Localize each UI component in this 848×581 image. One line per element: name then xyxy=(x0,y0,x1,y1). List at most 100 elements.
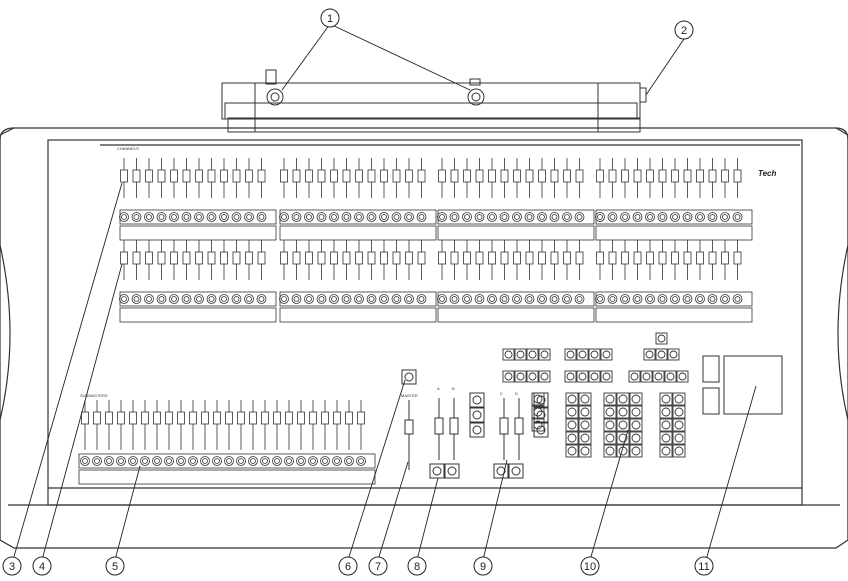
channel-flash-button[interactable] xyxy=(379,212,389,222)
channel-fader[interactable] xyxy=(708,251,717,265)
submaster-fader[interactable] xyxy=(201,411,209,425)
channel-fader[interactable] xyxy=(392,169,401,183)
channel-flash-button[interactable] xyxy=(657,294,668,304)
channel-fader[interactable] xyxy=(355,251,363,265)
channel-flash-button[interactable] xyxy=(607,212,618,222)
submaster-flash-button[interactable] xyxy=(104,456,114,466)
channel-flash-button[interactable] xyxy=(657,212,668,222)
channel-flash-button[interactable] xyxy=(449,294,460,304)
channel-fader[interactable] xyxy=(438,251,446,265)
submaster-fader[interactable] xyxy=(261,411,269,425)
submaster-flash-button[interactable] xyxy=(176,456,186,466)
keypad-key[interactable] xyxy=(659,444,673,458)
channel-fader[interactable] xyxy=(232,169,241,183)
keypad-key[interactable] xyxy=(616,392,630,406)
submaster-fader[interactable] xyxy=(129,411,137,425)
submaster-flash-button[interactable] xyxy=(116,456,126,466)
channel-fader[interactable] xyxy=(405,169,413,183)
channel-flash-button[interactable] xyxy=(194,212,204,222)
channel-flash-button[interactable] xyxy=(156,294,167,304)
keypad-key[interactable] xyxy=(502,370,515,383)
channel-fader[interactable] xyxy=(646,251,654,265)
channel-fader[interactable] xyxy=(575,251,584,265)
keypad-key[interactable] xyxy=(526,370,539,383)
keypad-key[interactable] xyxy=(578,431,592,445)
channel-flash-button[interactable] xyxy=(632,212,643,222)
submaster-fader[interactable] xyxy=(237,411,245,425)
channel-flash-button[interactable] xyxy=(206,294,217,304)
channel-fader[interactable] xyxy=(696,251,704,265)
keypad-key[interactable] xyxy=(576,348,589,361)
submaster-fader[interactable] xyxy=(177,411,185,425)
channel-fader[interactable] xyxy=(683,169,692,183)
channel-flash-button[interactable] xyxy=(119,212,129,222)
channel-fader[interactable] xyxy=(463,169,471,183)
submaster-flash-button[interactable] xyxy=(344,456,354,466)
channel-flash-button[interactable] xyxy=(487,212,497,222)
submaster-flash-button[interactable] xyxy=(272,456,282,466)
submaster-fader[interactable] xyxy=(153,411,161,425)
keypad-key[interactable] xyxy=(565,392,579,406)
keypad-key[interactable] xyxy=(672,418,686,432)
channel-flash-button[interactable] xyxy=(366,212,377,222)
submaster-flash-button[interactable] xyxy=(80,456,90,466)
channel-flash-button[interactable] xyxy=(231,212,242,222)
channel-flash-button[interactable] xyxy=(194,294,204,304)
submaster-flash-button[interactable] xyxy=(224,456,234,466)
keypad-key[interactable] xyxy=(672,405,686,419)
channel-fader[interactable] xyxy=(513,169,521,183)
channel-flash-button[interactable] xyxy=(169,294,179,304)
channel-flash-button[interactable] xyxy=(181,294,192,304)
keypad-key[interactable] xyxy=(600,370,613,383)
channel-flash-button[interactable] xyxy=(537,212,547,222)
channel-flash-button[interactable] xyxy=(720,212,730,222)
submaster-fader[interactable] xyxy=(117,411,125,425)
channel-flash-button[interactable] xyxy=(206,212,217,222)
submaster-fader[interactable] xyxy=(141,411,149,425)
channel-fader[interactable] xyxy=(721,169,729,183)
channel-flash-button[interactable] xyxy=(512,294,522,304)
keypad-key[interactable] xyxy=(603,405,617,419)
channel-flash-button[interactable] xyxy=(499,212,510,222)
submaster-flash-button[interactable] xyxy=(92,456,102,466)
submaster-flash-button[interactable] xyxy=(128,456,138,466)
channel-flash-button[interactable] xyxy=(595,294,605,304)
keypad-key[interactable] xyxy=(578,392,592,406)
channel-flash-button[interactable] xyxy=(562,212,572,222)
channel-fader[interactable] xyxy=(145,169,153,183)
master-fader[interactable] xyxy=(404,419,414,435)
submaster-fader[interactable] xyxy=(273,411,281,425)
channel-fader[interactable] xyxy=(220,251,228,265)
channel-flash-button[interactable] xyxy=(707,294,718,304)
keypad-key[interactable] xyxy=(616,431,630,445)
submaster-fader[interactable] xyxy=(213,411,221,425)
channel-fader[interactable] xyxy=(330,251,338,265)
channel-fader[interactable] xyxy=(417,169,426,183)
keypad-key[interactable] xyxy=(659,418,673,432)
keypad-key[interactable] xyxy=(531,392,545,406)
channel-fader[interactable] xyxy=(120,169,128,183)
keypad-key[interactable] xyxy=(565,444,579,458)
submaster-fader[interactable] xyxy=(81,411,89,425)
crossfade-d-fader[interactable] xyxy=(514,417,524,435)
keypad-key[interactable] xyxy=(538,348,551,361)
keypad-key[interactable] xyxy=(640,370,653,383)
channel-fader[interactable] xyxy=(708,169,717,183)
channel-fader[interactable] xyxy=(257,169,266,183)
keypad-key[interactable] xyxy=(676,370,689,383)
submaster-flash-button[interactable] xyxy=(332,456,342,466)
channel-flash-button[interactable] xyxy=(131,294,142,304)
submaster-fader[interactable] xyxy=(105,411,113,425)
channel-fader[interactable] xyxy=(463,251,471,265)
keypad-key[interactable] xyxy=(629,405,643,419)
keypad-key[interactable] xyxy=(659,405,673,419)
submaster-fader[interactable] xyxy=(93,411,101,425)
channel-flash-button[interactable] xyxy=(354,294,364,304)
channel-fader[interactable] xyxy=(488,251,496,265)
channel-flash-button[interactable] xyxy=(512,212,522,222)
channel-fader[interactable] xyxy=(658,251,667,265)
channel-fader[interactable] xyxy=(621,169,629,183)
channel-fader[interactable] xyxy=(563,169,571,183)
channel-fader[interactable] xyxy=(696,169,704,183)
keypad-key[interactable] xyxy=(565,418,579,432)
